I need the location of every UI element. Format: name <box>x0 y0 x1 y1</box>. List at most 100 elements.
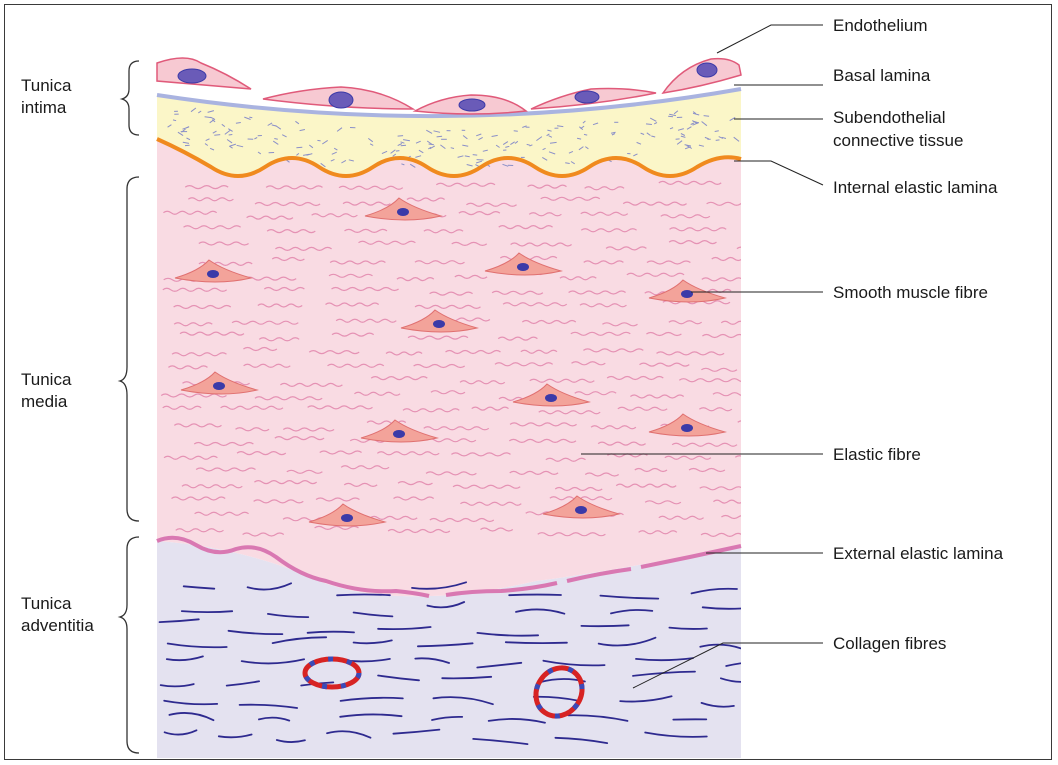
elastic-fibre <box>246 215 294 220</box>
label-subendothelial-2: connective tissue <box>833 131 963 150</box>
connective-fibre <box>181 128 186 133</box>
label-basal-lamina: Basal lamina <box>833 66 931 85</box>
elastic-fibre <box>430 390 466 395</box>
connective-fibre <box>186 137 191 141</box>
label-tunica-media-2: media <box>21 392 68 411</box>
elastic-fibre <box>435 182 496 187</box>
connective-fibre <box>457 155 464 158</box>
collagen-fibre <box>238 703 298 709</box>
collagen-fibre <box>377 674 420 682</box>
connective-fibre <box>367 138 374 143</box>
collagen-fibre <box>472 738 529 745</box>
elastic-fibre <box>266 229 316 234</box>
elastic-fibre <box>688 467 726 473</box>
connective-fibre <box>221 123 226 128</box>
elastic-fibre <box>701 367 738 372</box>
elastic-fibre <box>699 486 741 491</box>
collagen-fibre <box>426 601 466 609</box>
connective-fibre <box>684 144 689 147</box>
connective-fibre <box>426 129 433 134</box>
collagen-fibre <box>326 730 372 739</box>
elastic-fibre <box>406 197 445 202</box>
smooth-muscle-cell <box>364 197 443 221</box>
smooth-muscle-cells <box>174 197 727 527</box>
connective-fibre <box>336 127 343 132</box>
elastic-fibre <box>678 378 741 383</box>
leader-internal-elastic <box>734 160 824 186</box>
elastic-fibre <box>423 426 490 431</box>
collagen-fibre <box>542 659 606 667</box>
elastic-fibre <box>579 303 627 308</box>
collagen-fibre <box>377 626 432 631</box>
elastic-fibre <box>425 471 477 476</box>
connective-fibre <box>557 125 564 128</box>
elastic-fibre <box>358 240 416 245</box>
connective-fibre <box>721 136 727 139</box>
elastic-fibre <box>615 483 677 488</box>
elastic-fibre <box>706 201 741 206</box>
connective-fibre <box>322 139 328 145</box>
connective-fibre <box>224 130 231 135</box>
connective-fibre <box>582 120 586 124</box>
elastic-fibre <box>173 304 232 310</box>
connective-fibre <box>209 147 215 151</box>
label-tunica-intima-1: Tunica <box>21 76 72 95</box>
collagen-fibre <box>163 729 198 736</box>
collagen-fibre <box>432 696 494 706</box>
elastic-fibre <box>253 499 304 504</box>
elastic-fibre <box>327 363 385 368</box>
elastic-fibre <box>502 302 568 307</box>
connective-fibre <box>207 110 215 113</box>
elastic-fibre <box>658 515 704 520</box>
connective-fibre <box>429 145 436 150</box>
elastic-fibre <box>721 514 741 520</box>
elastic-fibre <box>187 197 234 202</box>
elastic-fibre <box>235 427 270 432</box>
connective-fibre <box>400 141 405 144</box>
elastic-fibre <box>626 272 685 277</box>
elastic-fibre <box>451 241 488 246</box>
connective-fibre <box>692 112 700 116</box>
connective-fibre <box>257 151 262 155</box>
elastic-fibre <box>181 484 243 489</box>
connective-fibre <box>205 138 210 142</box>
collagen-fibre <box>227 629 284 636</box>
connective-fibre <box>715 139 720 141</box>
collagen-fibre <box>271 636 328 644</box>
connective-fibre <box>341 159 347 164</box>
connective-fibre <box>317 139 321 142</box>
elastic-fibre <box>720 320 741 325</box>
collagen-fibre <box>635 657 694 662</box>
label-tunica-adventitia-1: Tunica <box>21 594 72 613</box>
connective-fibre <box>274 138 278 140</box>
elastic-fibre <box>315 497 360 502</box>
elastic-fibre <box>286 469 323 474</box>
elastic-fibre <box>584 472 620 477</box>
collagen-fibre <box>258 716 291 722</box>
elastic-fibre <box>571 361 606 366</box>
connective-fibre <box>190 107 197 113</box>
elastic-fibre <box>460 501 522 506</box>
connective-fibre <box>690 122 695 125</box>
collagen-fibre <box>431 715 464 721</box>
collagen-fibre <box>668 626 708 630</box>
collagen-fibre <box>182 585 216 590</box>
connective-fibre <box>680 135 686 138</box>
collagen-fibre <box>597 636 657 647</box>
elastic-fibre <box>451 452 511 457</box>
elastic-fibre <box>540 196 601 201</box>
collagen-fibre <box>508 593 562 597</box>
elastic-fibre <box>713 499 741 504</box>
collagen-fibre <box>567 714 629 722</box>
connective-fibre <box>576 137 582 140</box>
connective-fibre <box>653 122 658 125</box>
collagen-fibre <box>267 613 310 619</box>
subendothelial-fibres <box>167 107 740 168</box>
elastic-fibre <box>183 225 242 230</box>
collagen-fibre <box>339 696 404 702</box>
elastic-fibre <box>263 286 305 292</box>
elastic-fibre <box>664 455 712 460</box>
collagen-fibre <box>339 713 403 718</box>
elastic-fibre <box>184 185 229 190</box>
elastic-fibre <box>584 186 625 191</box>
